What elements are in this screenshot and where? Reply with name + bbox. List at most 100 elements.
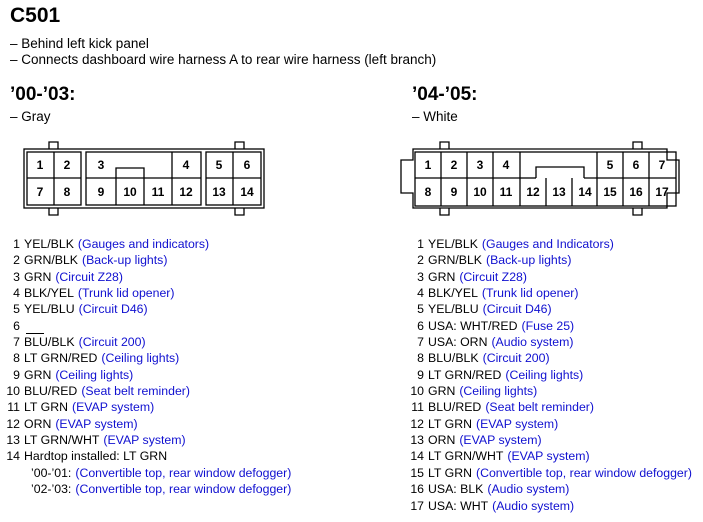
circuit-description: (Gauges and indicators): [77, 237, 210, 251]
left-cell-2: 2: [64, 158, 71, 172]
right-cell-2: 2: [451, 158, 458, 172]
left-bottom-tab-2: [234, 208, 245, 216]
left-pin-row: 4 BLK/YEL(Trunk lid opener): [0, 285, 291, 301]
right-cell-4: 4: [503, 158, 510, 172]
left-cell-12: 12: [179, 185, 193, 199]
left-cell-10: 10: [123, 185, 137, 199]
circuit-description: (Circuit Z28): [459, 269, 527, 284]
left-cell-8: 8: [64, 185, 71, 199]
wire-color: LT GRN: [24, 400, 68, 415]
wire-color: BLU/RED: [428, 400, 482, 415]
pin-number: 10: [410, 384, 424, 399]
right-cell-12: 12: [526, 185, 540, 199]
pin-number: 9: [417, 367, 424, 382]
left-pin14-subrow: ’02-’03:(Convertible top, rear window de…: [0, 481, 291, 497]
wire-color: BLK/YEL: [428, 286, 478, 301]
pin-number: 13: [6, 433, 20, 448]
unused-pin-dash: [26, 318, 44, 335]
wire-color: GRN/BLK: [24, 253, 78, 268]
right-top-tab-1: [439, 141, 450, 149]
wire-color: LT GRN/WHT: [428, 449, 504, 464]
pin-number: 5: [13, 302, 20, 317]
pin-number: 4: [13, 286, 20, 301]
left-cell-1: 1: [37, 158, 44, 172]
circuit-description: (Convertible top, rear window defogger): [75, 482, 292, 497]
right-cell-5: 5: [607, 158, 614, 172]
circuit-description: (Back-up lights): [82, 253, 168, 268]
wire-color: ORN: [24, 416, 52, 431]
circuit-description: (Circuit D46): [482, 302, 552, 317]
wire-color: BLU/RED: [24, 384, 78, 399]
wire-color: LT GRN/RED: [428, 367, 502, 382]
wire-color: LT GRN/RED: [24, 351, 98, 366]
pin-number: 10: [6, 384, 20, 399]
pin-number: 14: [6, 449, 20, 464]
left-connector-body: [23, 148, 265, 209]
connector-location: – Behind left kick panel: [10, 36, 149, 51]
right-cell-11: 11: [500, 185, 513, 199]
connector-title: C501: [10, 4, 61, 27]
right-bottom-tab-2: [632, 208, 643, 216]
wire-color: GRN/BLK: [428, 253, 482, 268]
wire-color: USA: ORN: [428, 335, 488, 350]
wire-color: YEL/BLU: [428, 302, 479, 317]
pin-number: 14: [410, 449, 424, 464]
pin-number: 13: [410, 433, 424, 448]
pin-number: 3: [417, 269, 424, 284]
left-cell-14: 14: [240, 185, 254, 199]
circuit-description: (Ceiling lights): [55, 367, 134, 382]
circuit-description: (EVAP system): [71, 400, 155, 415]
pin-number: 1: [13, 237, 20, 251]
left-connector-color: – Gray: [10, 109, 51, 124]
left-top-tab-1: [48, 141, 59, 149]
right-cell-16: 16: [629, 185, 643, 199]
left-bottom-tab-1: [48, 208, 59, 216]
wire-color: YEL/BLU: [24, 302, 75, 317]
pin-number: 1: [417, 237, 424, 251]
left-cell-9: 9: [98, 185, 105, 199]
right-cell-1: 1: [425, 158, 432, 172]
wire-color: BLK/YEL: [24, 286, 74, 301]
circuit-description: (Audio system): [492, 498, 575, 513]
year-range-label: ’02-’03:: [31, 482, 72, 497]
wire-color: ORN: [428, 433, 456, 448]
right-section-title: ’04-’05:: [412, 84, 478, 105]
pin-number: 3: [13, 269, 20, 284]
left-cell-11: 11: [152, 185, 165, 199]
circuit-description: (Circuit Z28): [55, 269, 123, 284]
circuit-description: (EVAP system): [103, 433, 186, 448]
circuit-description: (Trunk lid opener): [481, 286, 579, 301]
wire-color: LT GRN: [428, 465, 472, 480]
circuit-description: (Gauges and Indicators): [481, 237, 614, 251]
circuit-description: (Circuit 200): [482, 351, 550, 366]
year-range-label: ’00-’01:: [31, 465, 72, 480]
pin-number: 15: [410, 465, 424, 480]
circuit-description: (Convertible top, rear window defogger): [75, 465, 292, 480]
circuit-description: (Trunk lid opener): [77, 286, 175, 301]
pin-number: 2: [417, 253, 424, 268]
pin-number: 12: [410, 416, 424, 431]
circuit-description: (EVAP system): [55, 416, 138, 431]
pin-number: 8: [417, 351, 424, 366]
right-cell-9: 9: [451, 185, 458, 199]
circuit-description: (Fuse 25): [521, 318, 575, 333]
